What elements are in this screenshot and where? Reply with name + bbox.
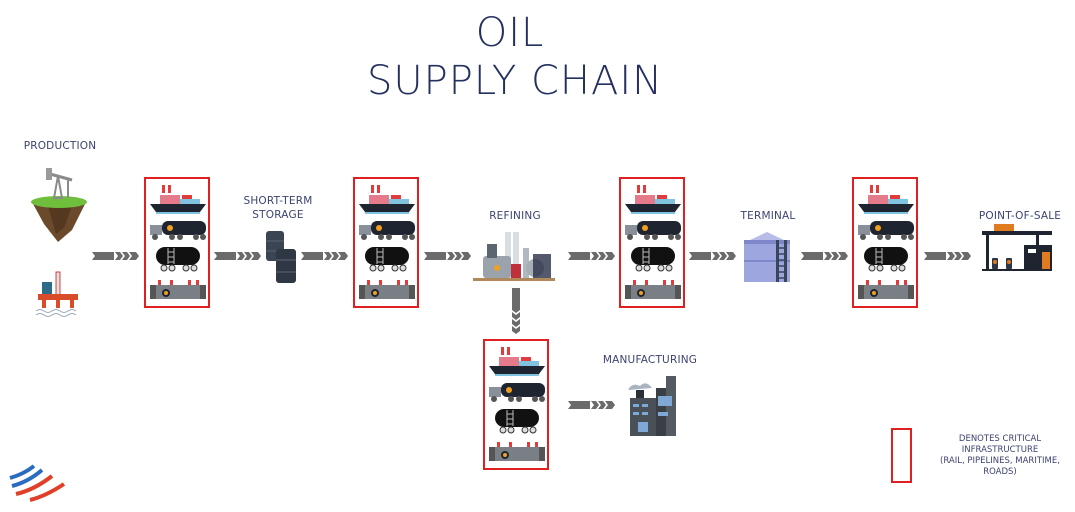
legend-text: DENOTES CRITICAL INFRASTRUCTURE (RAIL, P…	[930, 434, 1070, 478]
rail-tank-car-icon	[864, 247, 908, 272]
label-refining: REFINING	[489, 210, 541, 222]
pipeline-icon	[359, 280, 415, 299]
flow-arrow	[424, 252, 471, 260]
ship-icon	[858, 185, 914, 214]
rail-tank-car-icon	[631, 247, 675, 272]
label-short-term-storage-2: STORAGE	[252, 209, 304, 221]
offshore-platform-icon	[35, 271, 78, 317]
pipeline-icon	[858, 280, 914, 299]
ship-icon	[359, 185, 415, 214]
pipeline-icon	[625, 280, 681, 299]
gas-station-icon	[982, 224, 1052, 271]
flow-arrow	[214, 252, 261, 260]
flow-arrow	[568, 252, 615, 260]
critical-infrastructure-box-2	[353, 177, 419, 308]
oil-barrels-icon	[266, 231, 296, 283]
flow-arrow-down	[512, 288, 520, 334]
rail-tank-car-icon	[495, 409, 539, 434]
legend-line-3: (RAIL, PIPELINES, MARITIME,	[940, 456, 1060, 466]
flow-arrow	[689, 252, 736, 260]
flow-arrow	[92, 252, 139, 260]
critical-infrastructure-box-4	[852, 177, 918, 308]
label-manufacturing: MANUFACTURING	[602, 354, 698, 366]
critical-infrastructure-box-5	[483, 339, 549, 470]
label-production: PRODUCTION	[23, 140, 97, 152]
tanker-truck-icon	[489, 383, 545, 402]
label-short-term-storage-1: SHORT-TERM	[243, 195, 313, 207]
label-point-of-sale: POINT-OF-SALE	[978, 210, 1062, 222]
flow-arrow	[801, 252, 848, 260]
label-terminal: TERMINAL	[740, 210, 796, 222]
pipeline-icon	[489, 442, 545, 461]
pipeline-icon	[150, 280, 206, 299]
factory-icon	[628, 376, 676, 436]
ship-icon	[625, 185, 681, 214]
legend-line-4: ROADS)	[983, 467, 1017, 477]
legend-line-1: DENOTES CRITICAL	[958, 434, 1042, 444]
title-line1: OIL	[475, 10, 545, 56]
critical-infrastructure-box-3	[619, 177, 685, 308]
legend-line-2: INFRASTRUCTURE	[961, 445, 1039, 455]
critical-infrastructure-box-1	[144, 177, 210, 308]
flag-waves-logo-icon	[9, 464, 66, 502]
oil-pumpjack-island-icon	[31, 168, 87, 242]
flow-arrow	[924, 252, 971, 260]
ship-icon	[489, 347, 545, 376]
terminal-tank-icon	[744, 232, 790, 282]
tanker-truck-icon	[858, 221, 914, 240]
flow-arrow	[568, 401, 615, 409]
tanker-truck-icon	[625, 221, 681, 240]
rail-tank-car-icon	[365, 247, 409, 272]
rail-tank-car-icon	[156, 247, 200, 272]
refinery-icon	[473, 232, 555, 281]
title-line2: SUPPLY CHAIN	[366, 58, 664, 104]
ship-icon	[150, 185, 206, 214]
tanker-truck-icon	[150, 221, 206, 240]
flow-arrow	[301, 252, 348, 260]
tanker-truck-icon	[359, 221, 415, 240]
legend-critical-infrastructure-swatch	[891, 428, 912, 483]
